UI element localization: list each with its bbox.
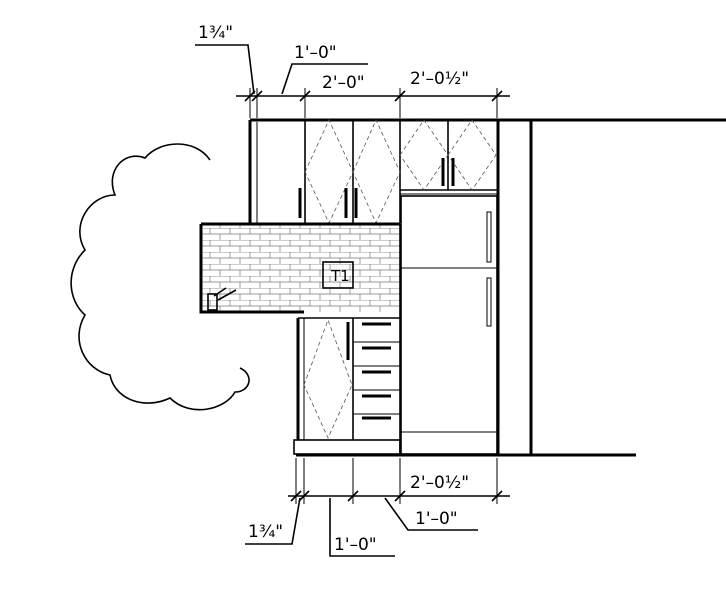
top-callout-1-3-4: 1¾": [198, 23, 233, 43]
refrigerator: [400, 195, 498, 455]
backsplash: [199, 222, 401, 314]
bottom-callout-1-0-right: 1'–0": [415, 509, 458, 529]
adjacent-wall: [496, 118, 726, 455]
fridge-handle-lower: [486, 277, 492, 327]
revision-cloud: [70, 143, 250, 411]
tile-tag: T1: [322, 261, 354, 289]
bottom-callout-1-0-low: 1'–0": [334, 535, 377, 555]
bottom-callout-1-3-4: 1¾": [248, 522, 283, 542]
fridge-handle-upper: [486, 211, 492, 263]
tile-tag-label: T1: [330, 267, 350, 285]
bottom-span-2-0-half: 2'–0½": [410, 473, 469, 493]
top-callout-1-0: 1'–0": [294, 43, 337, 63]
top-dimension-string: [195, 44, 510, 118]
top-span-2-0-half: 2'–0½": [410, 69, 469, 89]
base-cabinets: [293, 312, 401, 455]
faucet-icon: [207, 287, 237, 311]
bottom-dimension-string: [245, 458, 510, 557]
top-span-2-0: 2'–0": [322, 73, 365, 93]
upper-cabinets: [248, 118, 498, 224]
